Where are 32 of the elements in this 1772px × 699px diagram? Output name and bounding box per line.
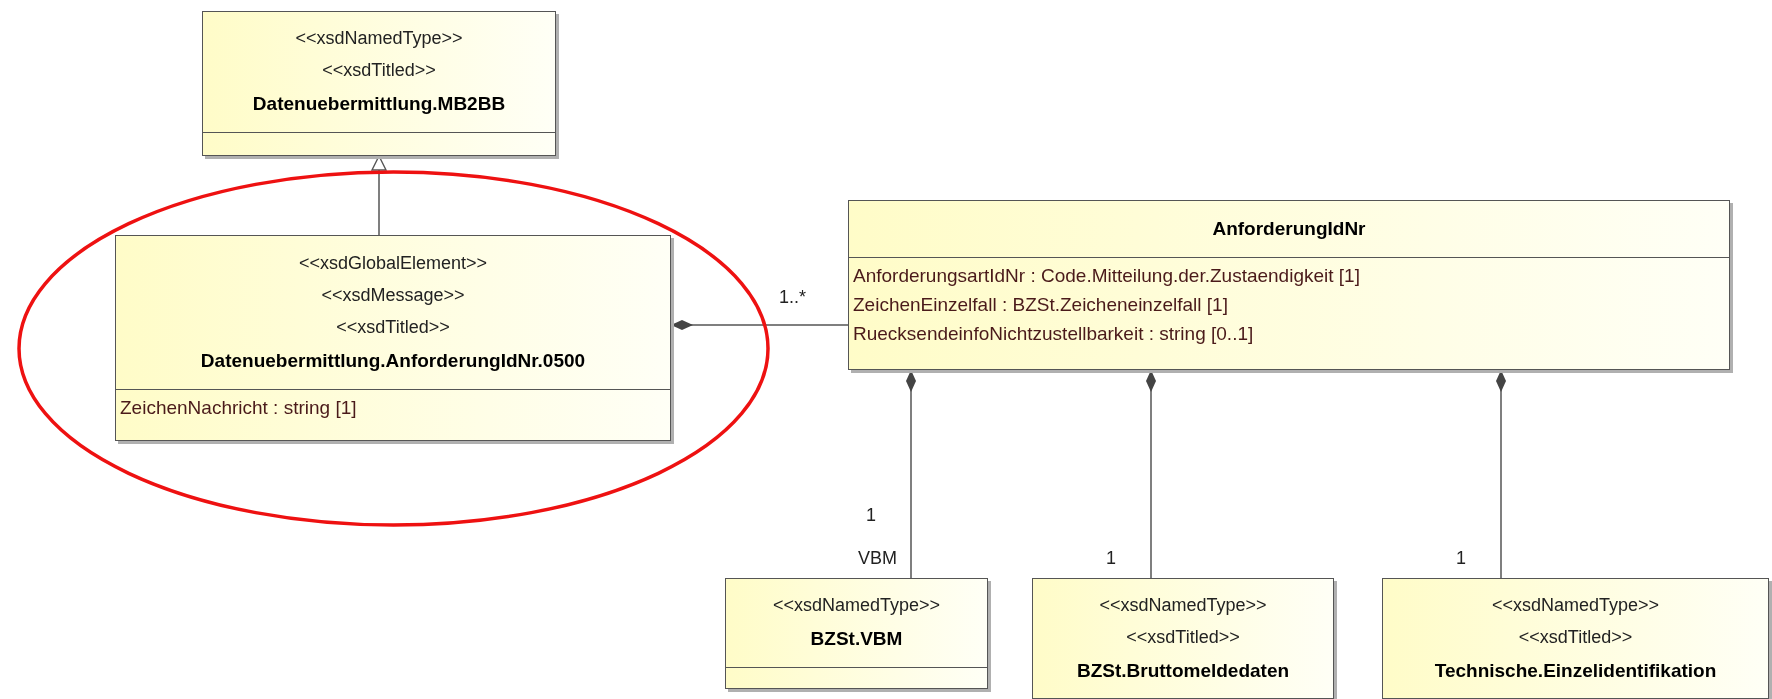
stereotype-label: <<xsdGlobalElement>> [298,251,488,275]
class-name: BZSt.Bruttomeldedaten [1076,658,1290,683]
stereotype-label: <<xsdNamedType>> [1099,593,1267,617]
highlight-ellipse [17,170,770,527]
class-name: Datenuebermittlung.MB2BB [252,92,506,116]
multiplicity-label: 1 [866,505,876,526]
class-box [1382,578,1769,699]
stereotype-label: <<xsdNamedType>> [772,594,941,617]
class-box [1032,578,1334,699]
class-box [848,200,1730,370]
stereotype-label: <<xsdMessage>> [321,283,465,307]
attribute-text: AnforderungsartIdNr : Code.Mitteilung.der.Zustaendigkeit [1] [853,264,1360,288]
stereotype-label: <<xsdNamedType>> [1491,593,1660,617]
class-box [725,578,988,689]
stereotype-label: <<xsdTitled>> [1518,625,1633,649]
class-name: Datenuebermittlung.AnforderungIdNr.0500 [200,348,586,373]
class-box [202,11,556,156]
class-box [115,235,671,441]
multiplicity-label: 1..* [779,287,807,308]
attribute-text: ZeichenEinzelfall : BZSt.Zeicheneinzelfall [1] [853,293,1228,317]
attribute-text: RuecksendeinfoNichtzustellbarkeit : string [0..1] [853,322,1254,346]
class-name: Technische.Einzelidentifikation [1434,658,1717,683]
attribute-text: ZeichenNachricht : string [1] [120,396,357,420]
class-name: AnforderungIdNr [1212,217,1366,241]
multiplicity-label: 1 [1456,548,1466,569]
stereotype-label: <<xsdTitled>> [1126,625,1240,649]
multiplicity-label: 1 [1106,548,1116,569]
class-name: BZSt.VBM [810,627,903,651]
stereotype-label: <<xsdNamedType>> [295,27,463,50]
stereotype-label: <<xsdTitled>> [336,315,450,339]
role-label: VBM [858,548,897,569]
stereotype-label: <<xsdTitled>> [322,59,436,82]
